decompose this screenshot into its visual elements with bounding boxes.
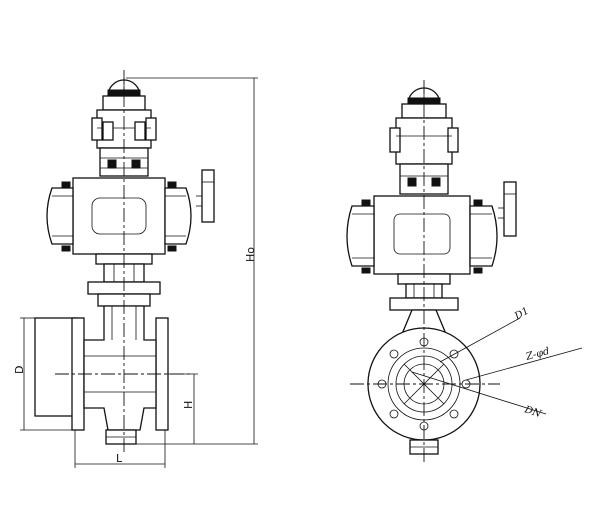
dimension-h-label: H	[182, 401, 195, 409]
front-view: D L H Ho	[13, 70, 258, 468]
dimension-h: H	[136, 373, 198, 445]
dimension-d-label: D	[13, 366, 26, 374]
side-view: D1 Z-φd DN	[346, 80, 583, 462]
dimension-ho-label: Ho	[244, 247, 257, 262]
dimension-l: L	[74, 430, 166, 468]
front-valve-body	[34, 305, 169, 445]
leader-dn-label: DN	[522, 404, 543, 420]
front-actuator	[46, 169, 215, 255]
dimension-ho: Ho	[126, 77, 258, 445]
leader-z-phi-d: Z-φd	[465, 346, 583, 381]
side-actuator	[346, 181, 517, 275]
dimension-d: D	[13, 317, 72, 431]
dimension-l-label: L	[116, 452, 123, 465]
leader-d1-label: D1	[512, 306, 531, 323]
